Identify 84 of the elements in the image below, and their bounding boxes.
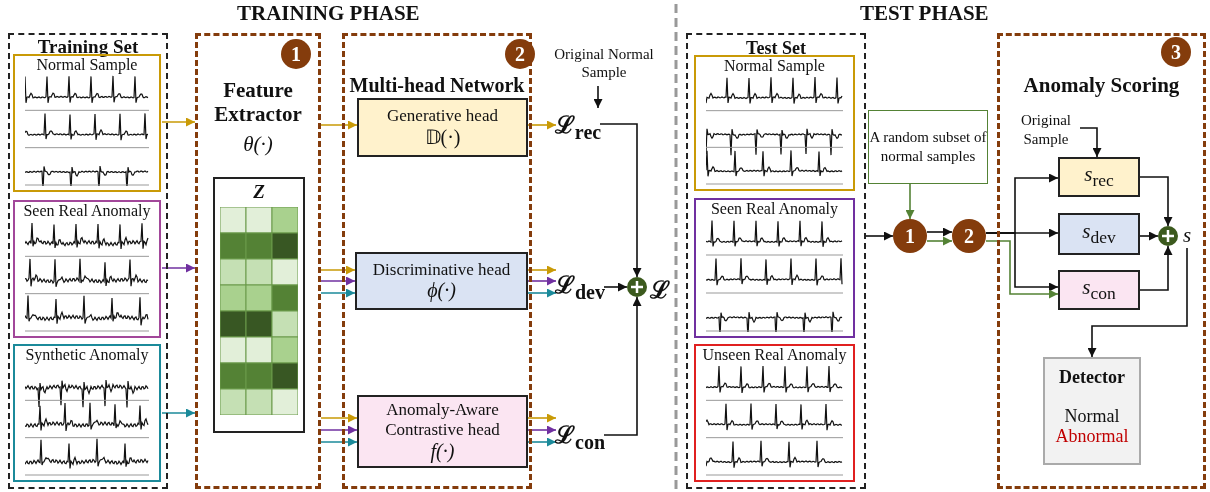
dashed-group-box	[342, 33, 532, 489]
loss-symbol: ℒ$_{con}$	[556, 418, 604, 452]
arrow	[320, 425, 358, 435]
dashed-group-box	[997, 33, 1206, 489]
formula-text: ϕ(·)	[427, 279, 456, 303]
arrow	[1139, 231, 1159, 241]
arrow	[320, 288, 356, 298]
step-badge: 2	[505, 39, 535, 69]
sample-panel	[694, 55, 855, 191]
arrow	[527, 288, 557, 298]
phase-heading: TEST PHASE	[860, 1, 989, 26]
group-title: Multi-head Network	[349, 74, 525, 97]
panel-title: Synthetic Anomaly	[25, 346, 149, 365]
box-label: Anomaly-Aware Contrastive head	[384, 399, 501, 441]
arrow	[1079, 127, 1102, 158]
formula-text: f(·)	[430, 440, 455, 464]
sample-panel	[694, 344, 855, 482]
arrow	[1087, 247, 1188, 358]
arrow	[865, 231, 894, 241]
step-circle: 2	[952, 219, 986, 253]
group-title: Feature Extractor	[213, 78, 303, 127]
dashed-group-box	[686, 33, 866, 489]
phase-heading: TRAINING PHASE	[237, 1, 420, 26]
process-box	[357, 98, 528, 157]
arrow	[320, 437, 358, 447]
sample-panel	[13, 200, 161, 338]
arrow	[985, 232, 1059, 292]
arrow	[320, 413, 358, 423]
score-box: s$_{rec}$	[1058, 157, 1140, 197]
sample-panel	[13, 344, 161, 482]
process-box	[357, 395, 528, 468]
dashed-group-box	[195, 33, 321, 489]
sample-panel	[694, 198, 855, 338]
arrow	[1139, 245, 1173, 291]
loss-symbol: ℒ$_{dev}$	[556, 268, 604, 302]
arrow	[593, 85, 603, 109]
panel-title: Unseen Real Anomaly	[702, 346, 847, 365]
formula-text: θ(·)	[243, 132, 273, 157]
panel-title: Normal Sample	[36, 56, 138, 75]
arrow	[926, 227, 953, 237]
note-box: A random subset of normal samples	[868, 110, 988, 184]
step-circle: 1	[893, 219, 927, 253]
arrow	[161, 117, 196, 127]
step-badge: 1	[281, 39, 311, 69]
arrow	[1139, 176, 1173, 227]
score-box: s$_{dev}$	[1058, 213, 1140, 255]
arrow	[161, 408, 196, 418]
formula-text: 𝔻(·)	[424, 125, 461, 149]
annotation-text: Original Sample	[1012, 110, 1080, 150]
detector-box	[1043, 357, 1141, 465]
feature-matrix-panel	[213, 177, 305, 433]
process-box	[355, 252, 528, 310]
group-title: Training Set	[37, 36, 139, 58]
sum-circle	[627, 277, 647, 297]
score-symbol: s	[1180, 222, 1194, 248]
panel-title: Seen Real Anomaly	[710, 200, 839, 219]
arrow	[320, 120, 358, 130]
arrow	[603, 296, 642, 436]
box-label: Generative head	[387, 106, 498, 126]
dashed-group-box	[8, 33, 168, 489]
arrow	[161, 263, 196, 273]
loss-symbol: ℒ$_{rec}$	[556, 108, 600, 142]
group-title: Anomaly Scoring	[1023, 73, 1180, 98]
step-badge: 3	[1161, 37, 1191, 67]
panel-title: Normal Sample	[724, 57, 825, 76]
box-label: Detector	[1059, 367, 1125, 388]
arrow	[320, 276, 356, 286]
box-label: Discriminative head	[372, 259, 511, 280]
score-box: s$_{con}$	[1058, 270, 1140, 310]
annotation-text: Original Normal Sample	[548, 40, 660, 86]
arrow	[320, 265, 356, 275]
group-title: Test Set	[746, 38, 806, 59]
arrow	[603, 282, 628, 292]
sum-circle	[1158, 226, 1178, 246]
arrow	[599, 123, 642, 278]
arrow	[985, 240, 1059, 299]
arrow	[527, 413, 557, 423]
box-label: Abnormal	[1055, 426, 1129, 448]
arrow	[926, 236, 953, 246]
panel-title: Seen Real Anomaly	[23, 202, 151, 221]
arrow	[905, 183, 915, 220]
loss-symbol: ℒ	[649, 273, 671, 303]
formula-text: Z	[253, 181, 265, 203]
box-label: Normal	[1064, 405, 1120, 427]
